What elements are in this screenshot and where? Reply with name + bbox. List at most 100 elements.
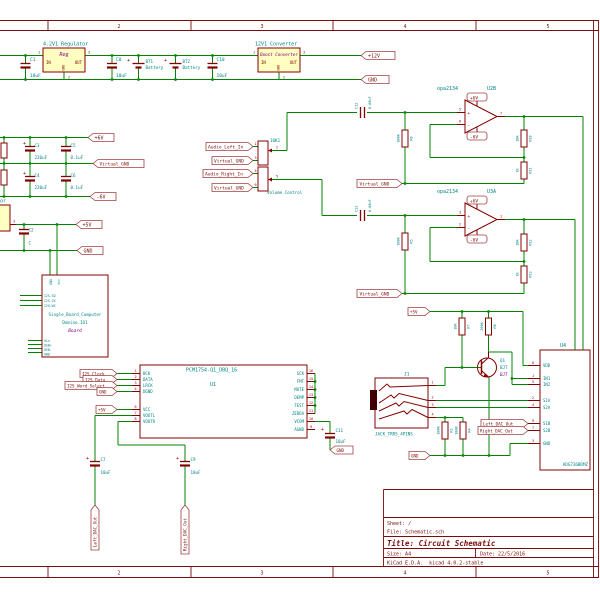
cap-c6[interactable]: C6 0.1uF: [61, 173, 84, 190]
label-gnd-dac[interactable]: GND: [96, 387, 118, 396]
label-text: GND: [337, 448, 345, 453]
pin-number: 7: [500, 112, 502, 116]
value: 220uF: [35, 185, 48, 190]
date-field: Date: 22/5/2016: [480, 552, 525, 558]
resistor-r8[interactable]: 200K R8: [480, 317, 497, 336]
cap-c7[interactable]: + C7 10uF: [86, 456, 111, 475]
opamp-u3a[interactable]: + - +6V -6V opa2134 U3A 3 2 1: [437, 189, 505, 244]
boost-converter[interactable]: 12V1 Converter Boost Converter IN OUT GN…: [253, 42, 305, 80]
label-gnd-det[interactable]: GND: [408, 451, 431, 460]
label-right-dac-out-mux[interactable]: Right_DAC_Out: [477, 426, 529, 435]
label-right-dac-out-bottom[interactable]: Right_DAC_Out: [180, 504, 190, 555]
pin-name: TEST: [294, 403, 304, 408]
label-virtual-gnd-u2b[interactable]: Virtual_GND: [356, 179, 403, 188]
pin-name: DEMP: [294, 395, 304, 400]
pin-name: USB-: [44, 348, 52, 352]
label-audio-right-in[interactable]: Audio_Right_In: [202, 169, 254, 178]
label-gnd-c11[interactable]: GND: [329, 445, 354, 455]
cap-c13[interactable]: C13 0.68uF: [355, 199, 373, 221]
pin-name: IN: [46, 60, 51, 65]
resistor-r11[interactable]: 1K R11: [516, 161, 533, 180]
plus-icon: +: [127, 58, 130, 64]
resistor-r5[interactable]: 100K R5: [397, 232, 414, 251]
ref: R7: [467, 324, 471, 328]
label-audio-left-in[interactable]: Audio_Left_In: [205, 142, 254, 151]
power-flag: -6V: [470, 134, 478, 140]
plus-input: +: [468, 215, 471, 220]
label-minus6v[interactable]: -6V: [89, 192, 117, 201]
regulator-5v-cut[interactable]: or 3: [0, 199, 16, 232]
resistor-r4[interactable]: 100K R4: [455, 421, 472, 440]
battery-bt2[interactable]: + BT2 Battery: [164, 58, 201, 70]
pin-number: 2: [532, 396, 534, 400]
pin-name: S2A: [543, 405, 551, 410]
plus-icon: +: [23, 171, 26, 177]
cap-c3[interactable]: + C3 220uF: [23, 141, 48, 160]
cap-c4[interactable]: + C4 220uF: [23, 171, 48, 190]
resistor-r13[interactable]: 1K R13: [516, 265, 533, 284]
label-text: +5V: [83, 223, 92, 229]
cap-c9[interactable]: + C9 10uF: [176, 456, 201, 475]
label-virtual-gnd-pot2[interactable]: Virtual_GND: [211, 183, 254, 192]
ref: C5: [71, 143, 77, 148]
dac-pcm1754[interactable]: PCM1754-Q1_DBQ_16 U1 1 2 3 4 6 7 8 BCK D…: [132, 364, 315, 439]
value: Battery: [183, 65, 201, 70]
resistor-cut-left-1[interactable]: [0, 142, 8, 159]
ref: C10: [217, 57, 225, 63]
label-plus5v-dac[interactable]: +5V: [95, 405, 118, 414]
resistor-r3[interactable]: 100K R3: [437, 421, 454, 440]
mux-adg736[interactable]: U4 8 1 5 2 4 9 7 3 VDD IN1 IN2 S1A S2A S…: [528, 343, 591, 471]
label-plus12v[interactable]: +12V: [360, 51, 396, 60]
label-text: +5V: [98, 408, 106, 413]
resistor-r7[interactable]: 10K R7: [454, 317, 471, 336]
ref: C3: [35, 143, 41, 148]
cap-c1[interactable]: C1 10uF: [20, 57, 42, 79]
cap-c10[interactable]: C10 10uF: [207, 57, 228, 79]
opamp-u2b[interactable]: + - +6V -6V opa2134 U2B 5 6 7: [437, 86, 505, 141]
value: 100K: [397, 133, 401, 142]
pin-name: S1A: [543, 398, 551, 403]
label-text: -6V: [97, 195, 106, 201]
label-gnd-left[interactable]: GND: [76, 246, 104, 255]
label-virtual-gnd-u3a[interactable]: Virtual_GND: [356, 289, 403, 298]
part-name-fragment: or: [0, 199, 6, 205]
single-board-computer[interactable]: GND Vcc I2S-SD I2S-CK I2S-WS Vin USB+ US…: [41, 274, 109, 358]
label-gnd-top[interactable]: GND: [360, 75, 390, 84]
pin-name: DATA: [143, 377, 153, 382]
pin-name: VDD: [543, 363, 551, 368]
resistor-r6[interactable]: 100K R6: [397, 129, 414, 148]
resistor-r12[interactable]: 10K R12: [516, 233, 533, 252]
cap-c5[interactable]: C5 0.1uF: [61, 143, 84, 160]
cap-c12[interactable]: C12 0.68uF: [355, 96, 373, 118]
label-plus6v[interactable]: +6V: [87, 133, 115, 142]
label-text: Audio_Left_In: [208, 145, 244, 151]
value: 100K: [397, 236, 401, 245]
pin-number: 3: [13, 220, 15, 224]
pin-name: ZEROA: [292, 411, 305, 416]
pin-number: 4: [431, 413, 433, 417]
label-text: I2S_Clock: [82, 372, 105, 377]
label-left-dac-out-bottom[interactable]: Left_DAC_Out: [90, 504, 100, 551]
cap-c2[interactable]: C2 C: [19, 228, 34, 246]
pin-number: 2: [283, 76, 285, 80]
part-name: ADG736BRMZ: [563, 462, 589, 467]
pin-number: 4: [254, 169, 256, 173]
label-plus5v-det[interactable]: +5V: [407, 307, 431, 316]
label-virtual-gnd-pot1[interactable]: Virtual_GND: [211, 156, 254, 165]
resistor-cut-left-2[interactable]: [0, 169, 8, 186]
battery-bt1[interactable]: + BT1 Battery: [127, 58, 164, 70]
value: Board: [68, 328, 82, 334]
resistor-r10[interactable]: 10K R10: [516, 129, 533, 148]
pin-number: 7: [134, 411, 136, 415]
transistor-q1[interactable]: Q1 BJT BJT: [477, 352, 509, 378]
pin-name: VCC: [143, 407, 151, 412]
ref: Q1: [500, 358, 506, 363]
volume-pot[interactable]: 1 3 4 6 2 5 10K1 Volume Control: [254, 138, 302, 195]
cap-c8[interactable]: C8 10uF: [107, 57, 127, 79]
pin-number: 16: [309, 369, 313, 373]
label-plus5v-left[interactable]: +5V: [75, 220, 103, 229]
regulator-4v2[interactable]: 4.2V1 Regulator Reg IN OUT GND 1 3 2: [38, 42, 90, 80]
label-virtual-gnd-rails[interactable]: Virtual_GND: [92, 159, 145, 168]
cap-c11[interactable]: + C11 10uF: [321, 427, 346, 444]
jack-j1[interactable]: J1 JACK_TRRS_4PINS 1 2 3 4: [370, 372, 436, 437]
